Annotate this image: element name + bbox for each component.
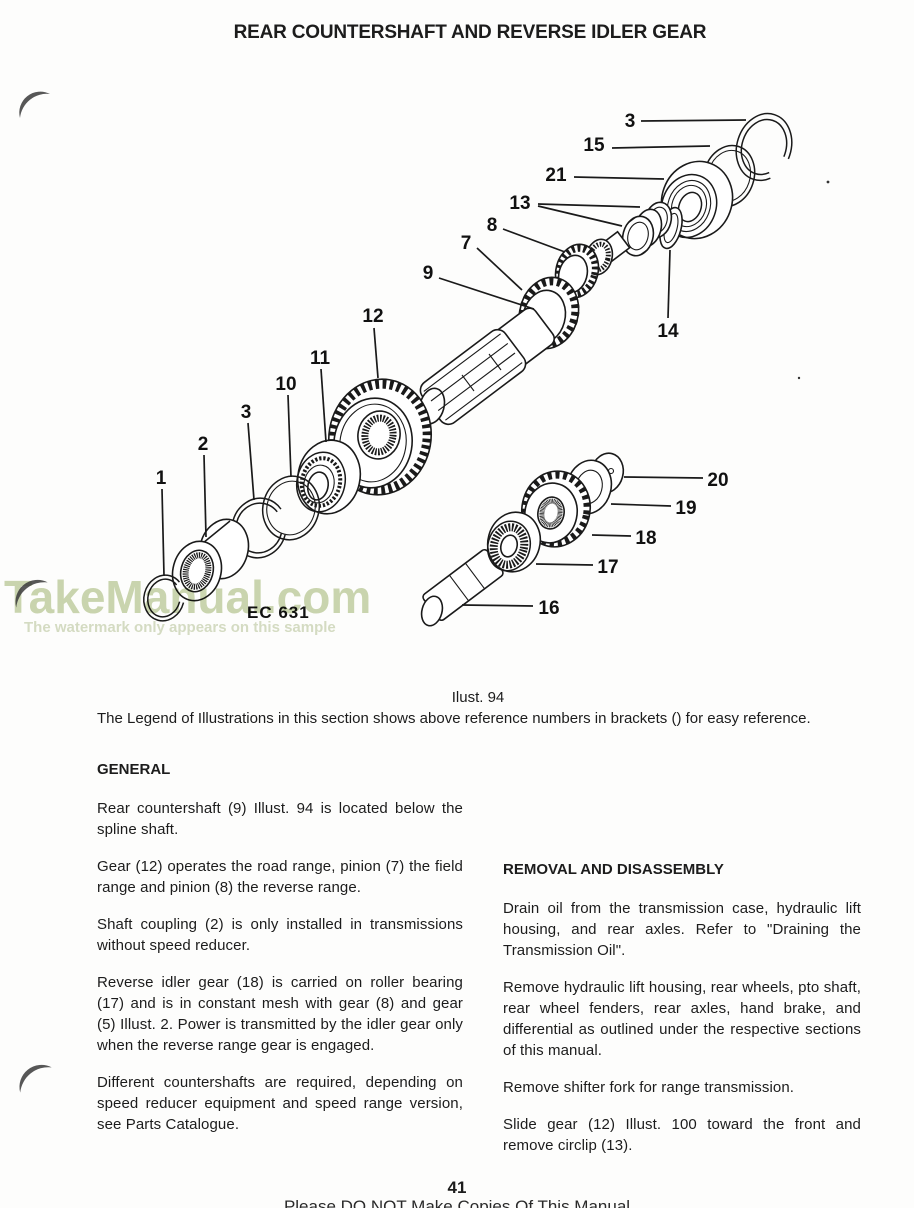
part-label-16: 16: [538, 598, 559, 619]
part-label-11: 11: [310, 348, 331, 369]
removal-paragraph: Drain oil from the transmission case, hy…: [503, 900, 861, 959]
part-label-20: 20: [707, 470, 728, 491]
general-paragraph: Gear (12) operates the road range, pinio…: [97, 858, 463, 896]
leader-lines: [161, 119, 747, 607]
part-label-18: 18: [635, 528, 656, 549]
column-general: GENERAL Rear countershaft (9) Illust. 94…: [97, 761, 463, 1151]
column-removal: REMOVAL AND DISASSEMBLY Drain oil from t…: [503, 861, 861, 1172]
figure-caption: Ilust. 94: [451, 689, 505, 706]
part-label-1: 1: [156, 468, 167, 489]
part-label-2: 2: [198, 434, 209, 455]
general-heading: GENERAL: [97, 761, 171, 778]
scan-artifact-crescent-top: [19, 91, 50, 118]
page-title: REAR COUNTERSHAFT AND REVERSE IDLER GEAR: [233, 22, 707, 43]
range-gear-12: [327, 378, 433, 496]
part-label-10: 10: [275, 374, 296, 395]
removal-paragraph: Slide gear (12) Illust. 100 toward the f…: [503, 1116, 861, 1154]
ring-10: [261, 475, 321, 541]
roller-bearing-17: [486, 511, 542, 573]
part-label-3-top: 3: [625, 111, 636, 132]
general-paragraph: Reverse idler gear (18) is carried on ro…: [97, 974, 463, 1054]
part-label-12: 12: [362, 306, 383, 327]
general-paragraph: Shaft coupling (2) is only installed in …: [97, 916, 463, 954]
watermark-text: TakeManual.com: [4, 571, 372, 623]
removal-paragraph: Remove shifter fork for range transmissi…: [503, 1079, 795, 1096]
part-label-21: 21: [545, 165, 567, 186]
legend-note: The Legend of Illustrations in this sect…: [97, 710, 811, 727]
part-label-3-lower: 3: [241, 402, 252, 423]
part-label-13: 13: [509, 193, 530, 214]
circlip-1: [143, 574, 185, 622]
part-label-9: 9: [423, 263, 434, 284]
part-label-17: 17: [597, 557, 618, 578]
scan-speck: [826, 180, 830, 184]
part-label-8: 8: [487, 215, 498, 236]
locknut-13a: [621, 215, 655, 257]
watermark-note: The watermark only appears on this sampl…: [24, 619, 336, 636]
removal-paragraph: Remove hydraulic lift housing, rear whee…: [503, 979, 861, 1059]
page-number: 41: [447, 1178, 467, 1197]
scan-artifact-crescent-bottom: [19, 1064, 52, 1093]
general-paragraph: Rear countershaft (9) Illust. 94 is loca…: [97, 800, 463, 838]
exploded-view-diagram: 3 15 21 13 8 7 9 12 14 11 10 3 2 1 20 19…: [143, 111, 830, 627]
part-label-7: 7: [461, 233, 472, 254]
part-label-15: 15: [583, 135, 605, 156]
general-paragraph: Different countershafts are required, de…: [97, 1074, 463, 1133]
drawing-code: EC 631: [247, 603, 310, 622]
part-label-19: 19: [675, 498, 696, 519]
scan-speck: [797, 376, 801, 380]
idler-shaft-16: [420, 548, 504, 627]
removal-heading: REMOVAL AND DISASSEMBLY: [503, 861, 724, 878]
shaft-coupling-2: [171, 518, 250, 602]
footer-note: Please DO NOT Make Copies Of This Manual: [283, 1197, 631, 1208]
scan-artifact-crescent-middle: [15, 579, 48, 608]
part-label-14: 14: [657, 321, 679, 342]
